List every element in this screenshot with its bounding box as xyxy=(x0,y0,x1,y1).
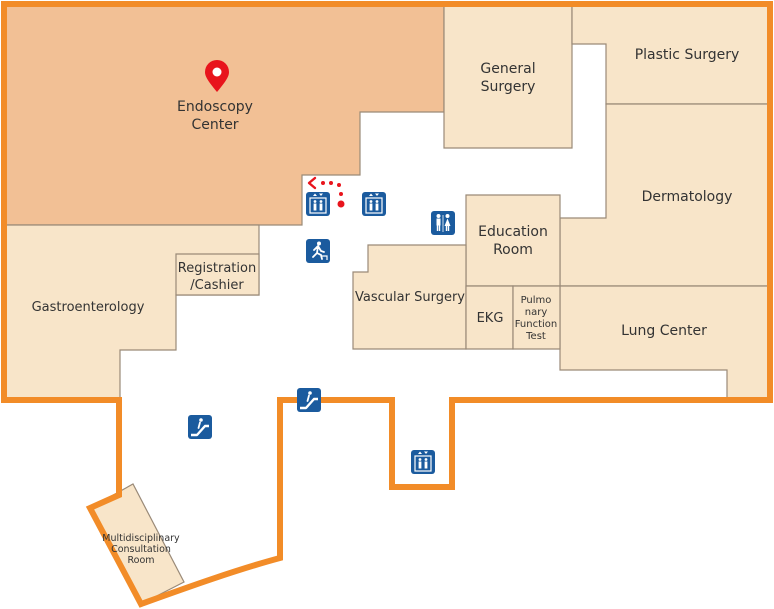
label-registration-line2: /Cashier xyxy=(190,278,244,293)
label-education-line1: Education xyxy=(478,224,548,240)
elevator-icon[interactable] xyxy=(411,450,435,474)
room-pulmonary-function-test[interactable] xyxy=(512,285,561,350)
restroom-icon[interactable] xyxy=(431,211,455,235)
label-endoscopy-line2: Center xyxy=(191,117,238,133)
elevator-icon[interactable] xyxy=(362,192,386,216)
room-lung-center[interactable] xyxy=(559,285,771,399)
route-path xyxy=(307,176,345,208)
label-pulmonary-line4: Test xyxy=(525,331,546,342)
elevator-icon[interactable] xyxy=(306,192,330,216)
label-pulmonary-line2: nary xyxy=(525,307,548,318)
label-multidisciplinary-line1: Multidisciplinary xyxy=(102,533,180,544)
label-plastic-surgery: Plastic Surgery xyxy=(635,47,740,63)
label-vascular-surgery: Vascular Surgery xyxy=(355,290,465,305)
label-education-line2: Room xyxy=(493,242,533,258)
location-pin-icon xyxy=(205,60,229,92)
label-lung-center: Lung Center xyxy=(621,323,707,339)
label-registration-line1: Registration xyxy=(178,261,256,276)
label-multidisciplinary-line2: Consultation xyxy=(111,544,171,555)
label-multidisciplinary-line3: Room xyxy=(127,555,154,566)
corridor-lower-wing xyxy=(119,400,452,608)
label-general-surgery-line2: Surgery xyxy=(481,79,536,95)
label-ekg: EKG xyxy=(477,311,504,326)
escalator-icon[interactable] xyxy=(188,415,212,439)
room-vascular-surgery[interactable] xyxy=(352,244,467,350)
room-education[interactable] xyxy=(465,194,561,287)
escalator-icon[interactable] xyxy=(297,388,321,412)
label-general-surgery-line1: General xyxy=(480,61,535,77)
route-arrow-icon xyxy=(307,176,317,190)
label-pulmonary-line3: Function xyxy=(515,319,558,330)
label-gastroenterology: Gastroenterology xyxy=(32,300,145,315)
label-endoscopy-line1: Endoscopy xyxy=(177,99,253,115)
room-registration-cashier[interactable] xyxy=(175,253,260,296)
emergency-exit-icon[interactable] xyxy=(306,239,330,263)
label-pulmonary-line1: Pulmo xyxy=(521,295,552,306)
label-dermatology: Dermatology xyxy=(642,189,733,205)
